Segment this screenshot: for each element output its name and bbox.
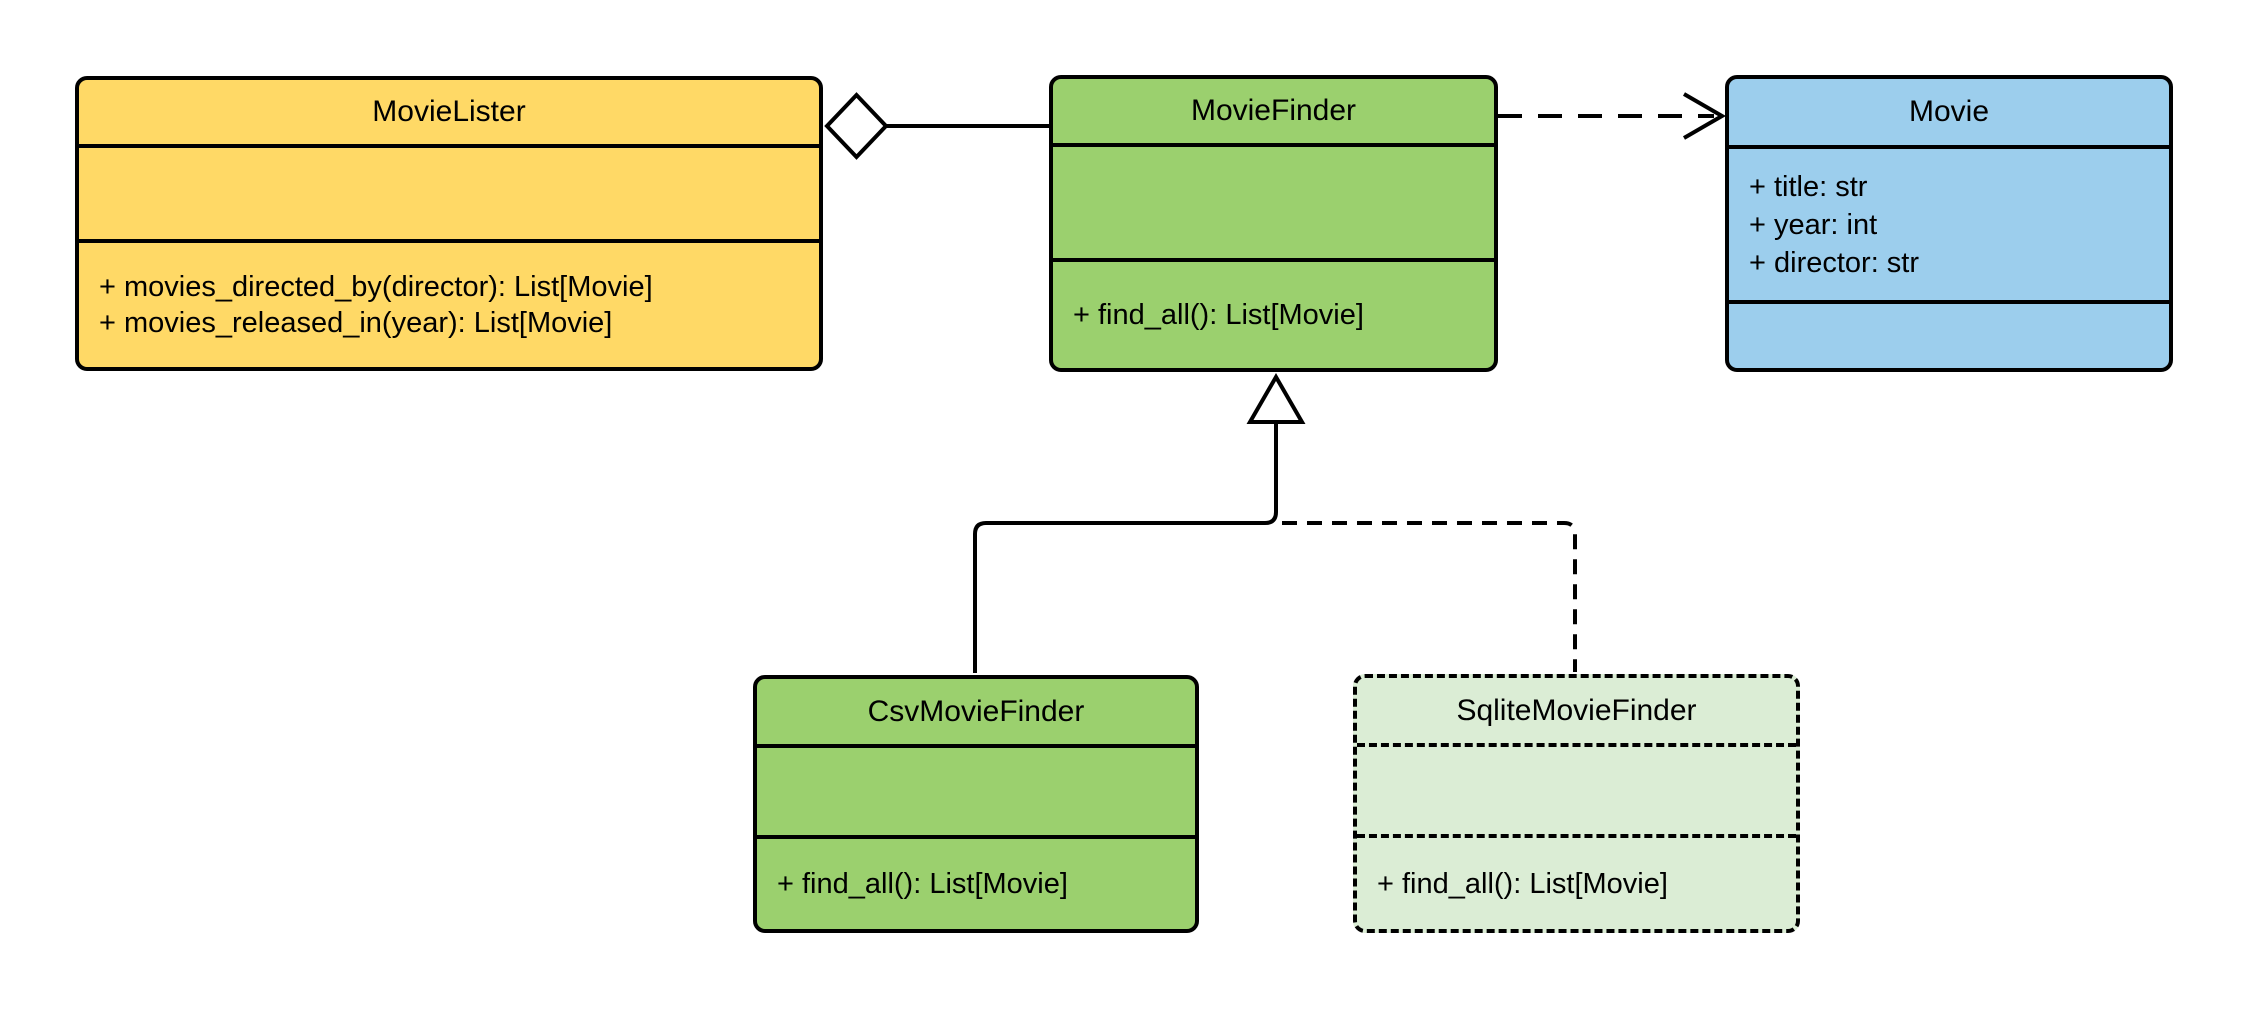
method-label: + find_all(): List[Movie] — [1073, 299, 1364, 331]
attributes-compartment: + title: str + year: int + director: str — [1729, 145, 2169, 300]
attributes-compartment — [1357, 743, 1796, 834]
attribute-label: + director: str — [1749, 246, 1920, 279]
method-label: + find_all(): List[Movie] — [1377, 867, 1668, 900]
connector-generalization-csvmoviefinder-moviefinder[interactable] — [973, 373, 1306, 673]
methods-compartment: + find_all(): List[Movie] — [1053, 258, 1494, 368]
attribute-label: + title: str — [1749, 170, 1868, 203]
class-csvmoviefinder[interactable]: CsvMovieFinder + find_all(): List[Movie] — [753, 675, 1199, 933]
class-moviefinder[interactable]: MovieFinder + find_all(): List[Movie] — [1049, 75, 1498, 372]
dependency-arrow-icon — [1682, 92, 1726, 140]
connector-aggregation-movielister-moviefinder[interactable] — [824, 92, 1051, 160]
method-label: + movies_directed_by(director): List[Mov… — [99, 271, 653, 303]
generalization-triangle-icon — [1246, 373, 1306, 424]
attributes-compartment — [1053, 143, 1494, 258]
class-title: CsvMovieFinder — [867, 694, 1085, 728]
methods-compartment — [1729, 300, 2169, 368]
class-title: Movie — [1908, 95, 1990, 128]
class-movie[interactable]: Movie + title: str + year: int + directo… — [1725, 75, 2173, 372]
attribute-label: + year: int — [1749, 208, 1878, 241]
attributes-compartment — [757, 744, 1195, 835]
aggregation-diamond-icon — [824, 92, 889, 160]
method-label: + movies_released_in(year): List[Movie] — [99, 307, 613, 339]
connector-dependency-moviefinder-movie[interactable] — [1498, 92, 1726, 140]
method-label: + find_all(): List[Movie] — [777, 868, 1068, 900]
class-title: SqliteMovieFinder — [1456, 693, 1697, 727]
connector-generalization-sqlitemoviefinder-moviefinder[interactable] — [1282, 521, 1577, 672]
class-title: MovieFinder — [1190, 94, 1357, 127]
class-movielister[interactable]: MovieLister + movies_directed_by(directo… — [75, 76, 823, 371]
methods-compartment: + find_all(): List[Movie] — [757, 835, 1195, 929]
methods-compartment: + find_all(): List[Movie] — [1357, 834, 1796, 929]
methods-compartment: + movies_directed_by(director): List[Mov… — [79, 239, 819, 367]
attributes-compartment — [79, 144, 819, 239]
class-sqlitemoviefinder[interactable]: SqliteMovieFinder + find_all(): List[Mov… — [1353, 674, 1800, 933]
class-title: MovieLister — [372, 95, 526, 128]
